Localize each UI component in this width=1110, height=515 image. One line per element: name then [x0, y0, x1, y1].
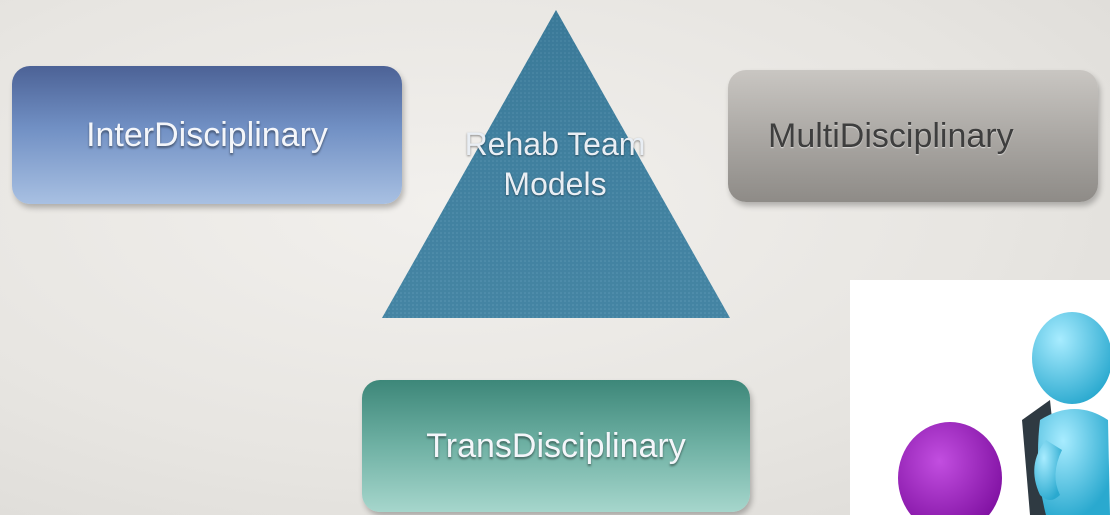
center-title: Rehab Team Models: [410, 124, 700, 204]
transdisciplinary-label: TransDisciplinary: [426, 426, 686, 465]
multidisciplinary-box: MultiDisciplinary: [728, 70, 1098, 202]
center-title-line-1: Rehab Team: [464, 126, 646, 162]
multidisciplinary-label: MultiDisciplinary: [768, 116, 1014, 155]
people-figures-icon: [898, 312, 1110, 515]
center-title-line-2: Models: [503, 166, 607, 202]
interdisciplinary-box: InterDisciplinary: [12, 66, 402, 204]
transdisciplinary-box: TransDisciplinary: [362, 380, 750, 512]
people-clipart: [850, 280, 1110, 515]
center-triangle: [382, 10, 730, 318]
interdisciplinary-label: InterDisciplinary: [86, 115, 328, 154]
